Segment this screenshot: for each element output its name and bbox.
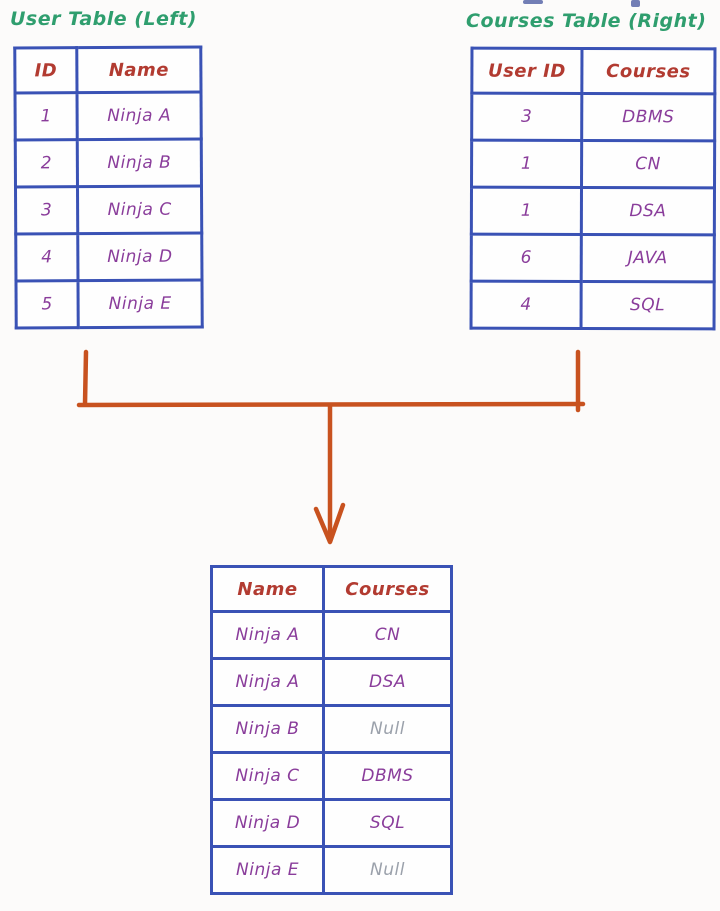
table-row: 4 SQL <box>471 281 715 329</box>
courses-table: User ID Courses 3 DBMS 1 CN 1 DSA 6 JAVA… <box>469 46 717 331</box>
user-table: ID Name 1 Ninja A 2 Ninja B 3 Ninja C 4 … <box>13 45 204 330</box>
table-cell: Ninja A <box>77 92 202 140</box>
table-cell: 1 <box>471 140 582 188</box>
table-row: 5 Ninja E <box>15 280 203 328</box>
column-header: Courses <box>322 565 453 613</box>
table-cell: SQL <box>322 798 453 848</box>
table-row: Ninja A CN <box>210 610 453 660</box>
table-row: 4 Ninja D <box>15 233 202 281</box>
merge-horizontal-line <box>76 401 586 408</box>
table-cell: 1 <box>471 187 582 235</box>
table-cell: 5 <box>15 280 79 328</box>
column-header: Courses <box>581 48 715 94</box>
courses-table-title: Courses Table (Right) <box>466 10 707 32</box>
table-cell: SQL <box>581 281 715 329</box>
table-cell: 3 <box>15 186 78 234</box>
table-cell: 4 <box>471 281 582 329</box>
stray-ink-mark <box>631 0 640 7</box>
column-header: Name <box>210 565 325 613</box>
table-row: 2 Ninja B <box>15 139 202 187</box>
table-cell: DBMS <box>581 93 715 141</box>
table-cell: Ninja B <box>210 704 325 754</box>
table-cell: DBMS <box>322 751 453 801</box>
table-cell: 3 <box>471 93 582 141</box>
table-row: Ninja B Null <box>210 704 453 754</box>
left-stub-line <box>82 349 89 407</box>
table-row: 3 Ninja C <box>15 186 202 234</box>
column-header: ID <box>14 47 78 93</box>
table-cell: Ninja E <box>210 845 325 895</box>
table-header-row: ID Name <box>14 47 202 93</box>
join-result-table: Name Courses Ninja A CN Ninja A DSA Ninj… <box>210 565 453 895</box>
table-row: Ninja E Null <box>210 845 453 895</box>
table-cell: Ninja E <box>77 280 203 328</box>
table-row: 6 JAVA <box>471 234 715 282</box>
column-header: User ID <box>471 48 582 94</box>
table-row: 3 DBMS <box>471 93 715 141</box>
table-cell: 2 <box>15 139 78 187</box>
table-row: Ninja D SQL <box>210 798 453 848</box>
table-cell: 4 <box>15 233 78 281</box>
table-cell: DSA <box>322 657 453 707</box>
null-cell: Null <box>322 704 453 754</box>
table-cell: DSA <box>581 187 715 235</box>
table-row: Ninja A DSA <box>210 657 453 707</box>
table-row: 1 CN <box>471 140 715 188</box>
table-cell: 6 <box>471 234 582 282</box>
table-row: Ninja C DBMS <box>210 751 453 801</box>
table-cell: CN <box>581 140 715 188</box>
user-table-title: User Table (Left) <box>10 8 197 30</box>
table-row: 1 Ninja A <box>15 92 202 140</box>
table-cell: Ninja C <box>77 186 202 234</box>
table-cell: Ninja B <box>77 139 202 187</box>
table-header-row: Name Courses <box>210 565 453 613</box>
table-cell: Ninja D <box>210 798 325 848</box>
table-row: 1 DSA <box>471 187 715 235</box>
column-header: Name <box>76 47 202 93</box>
down-arrow-head <box>313 502 346 545</box>
table-cell: Ninja D <box>77 233 202 281</box>
table-cell: Ninja A <box>210 610 325 660</box>
table-cell: Ninja A <box>210 657 325 707</box>
table-cell: Ninja C <box>210 751 325 801</box>
null-cell: Null <box>322 845 453 895</box>
table-cell: 1 <box>15 92 78 140</box>
table-header-row: User ID Courses <box>471 48 715 94</box>
table-cell: CN <box>322 610 453 660</box>
stray-ink-mark <box>523 0 543 4</box>
table-cell: JAVA <box>581 234 715 282</box>
